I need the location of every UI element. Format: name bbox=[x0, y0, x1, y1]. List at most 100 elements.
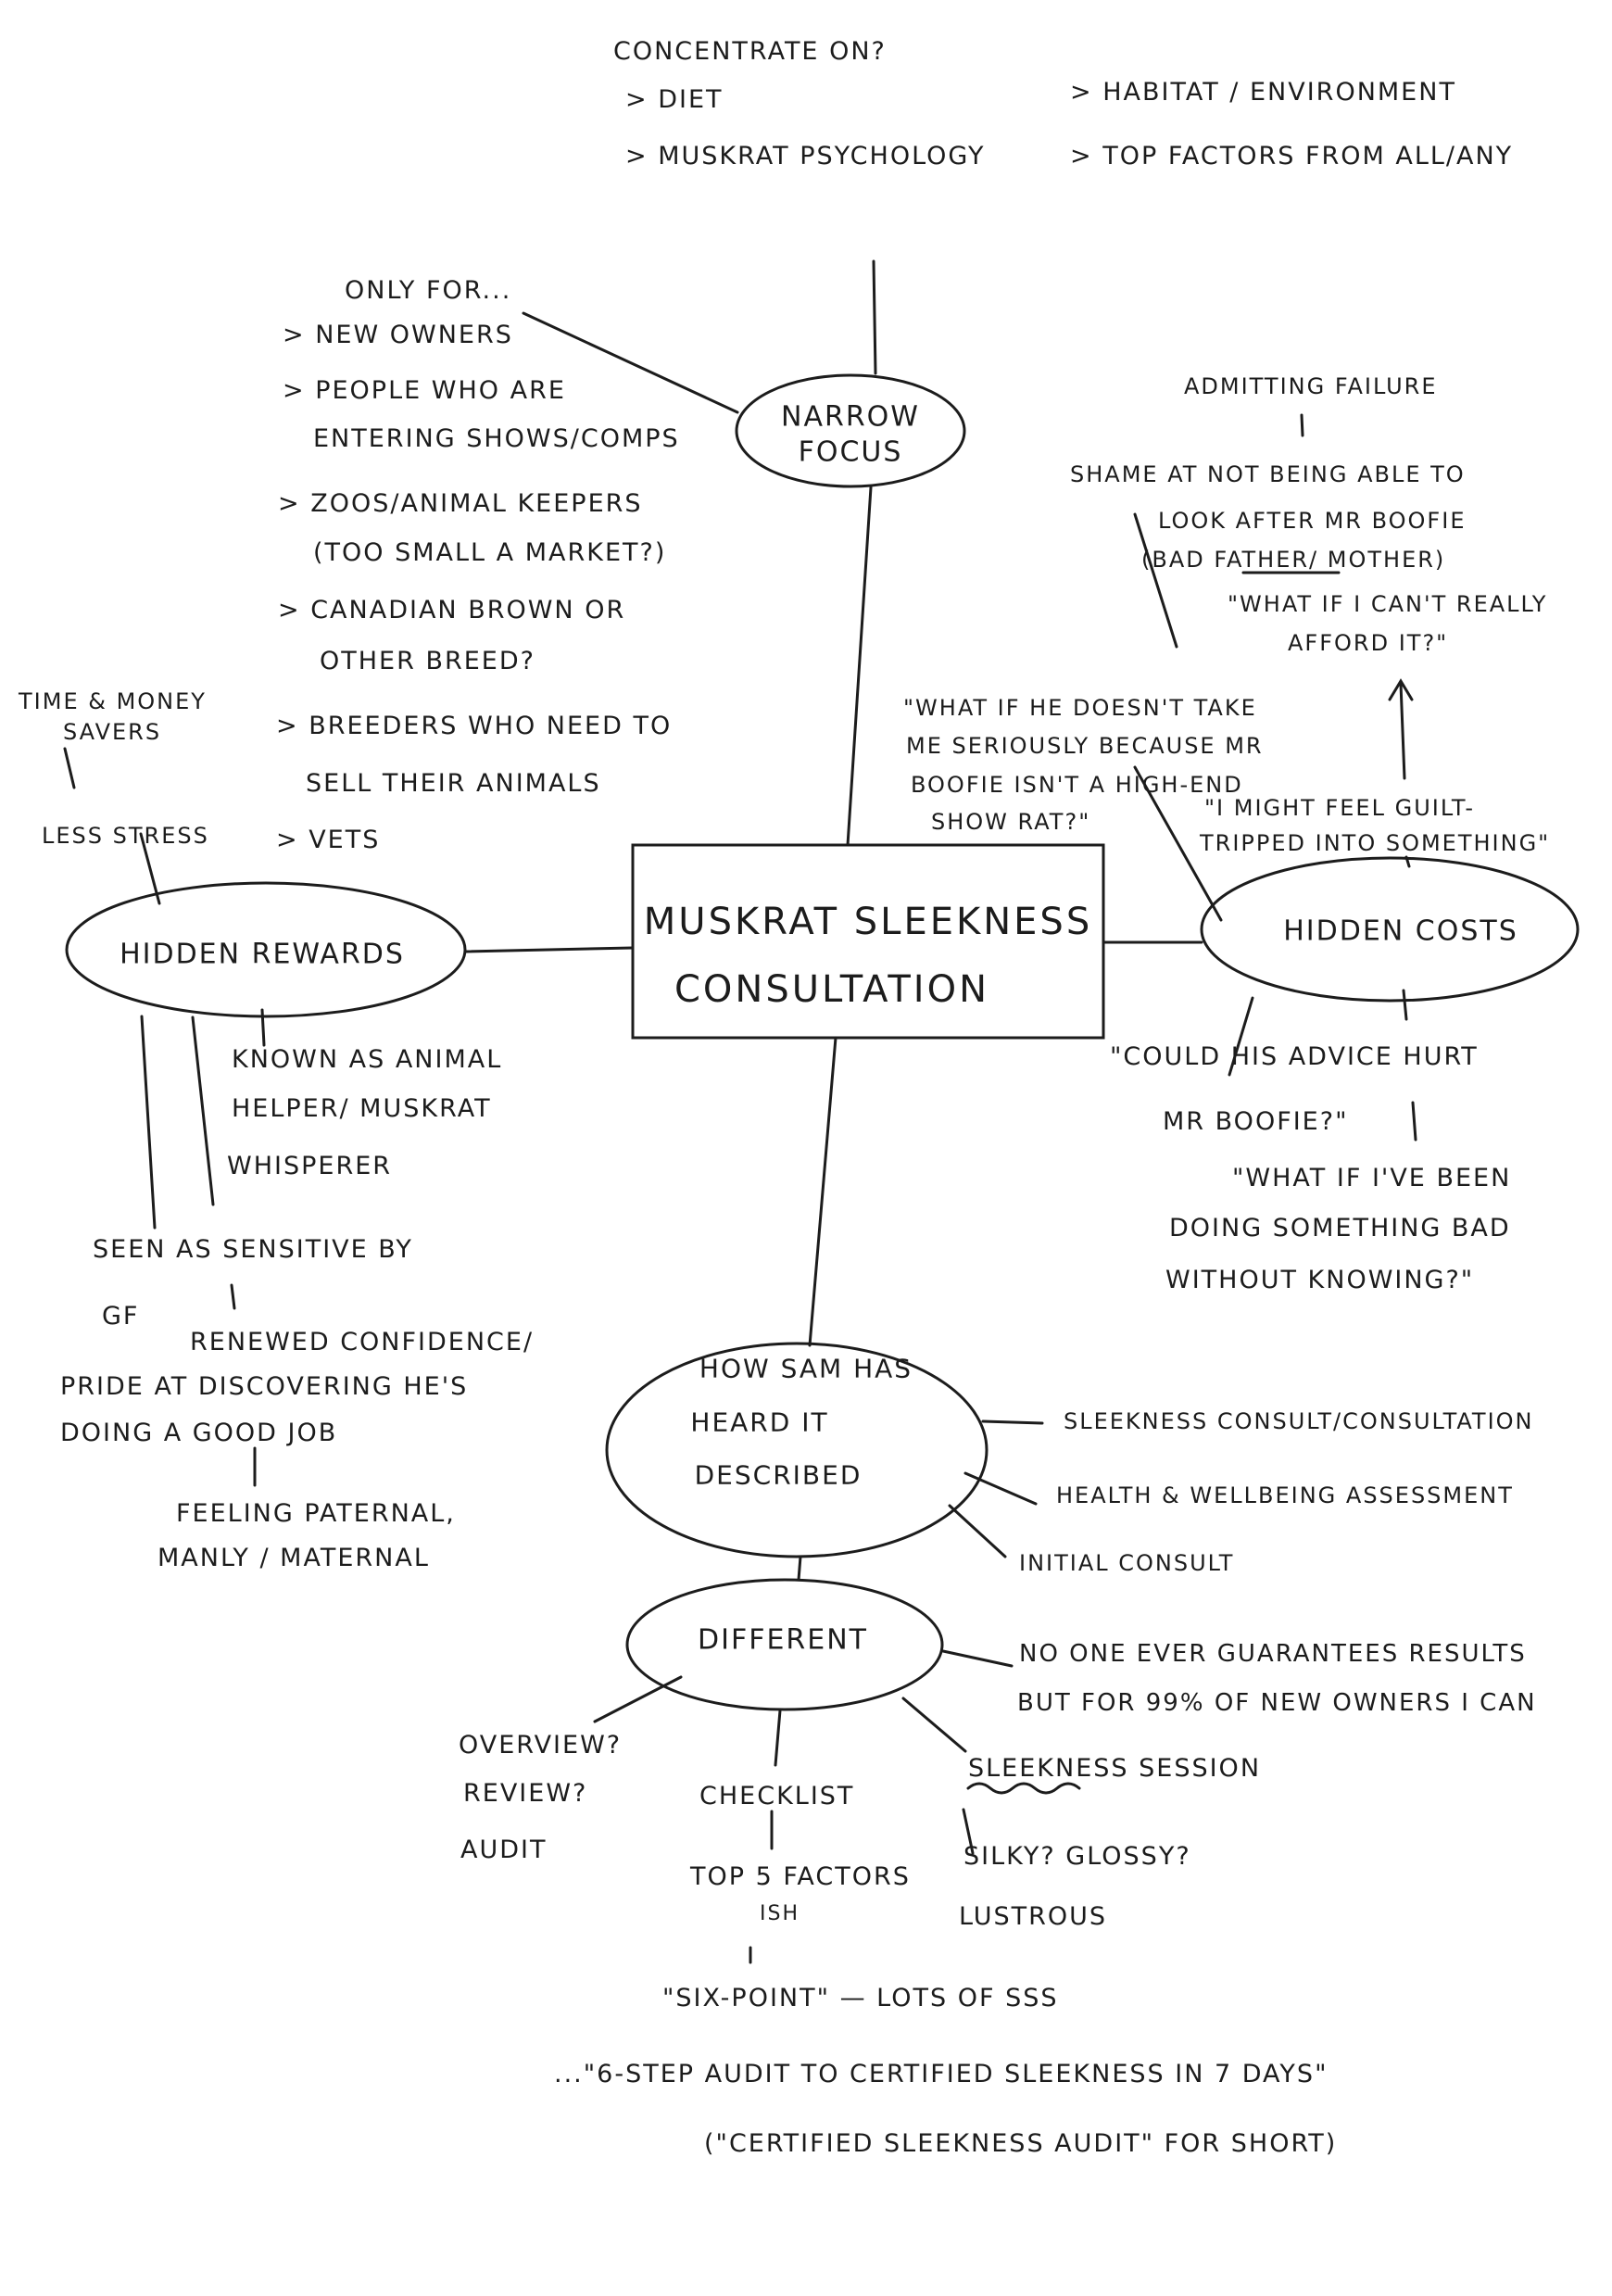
different-guarantee: No one ever guarantees results bbox=[1019, 1640, 1527, 1668]
top-note-title: Concentrate on? bbox=[613, 37, 887, 66]
different-overview: Overview? bbox=[459, 1731, 623, 1760]
line-rewards-known bbox=[260, 1008, 266, 1047]
rewards-less-stress: Less stress bbox=[42, 823, 209, 849]
different-review: Review? bbox=[463, 1779, 588, 1808]
top-note-item: > Top factors from all/any bbox=[1070, 142, 1514, 170]
line-different-checklist bbox=[774, 1709, 782, 1767]
line-costs-bad-top bbox=[1402, 989, 1408, 1021]
line-narrow-to-list bbox=[522, 311, 739, 414]
costs-admitting: Admitting failure bbox=[1184, 373, 1438, 399]
different-checklist: Checklist bbox=[699, 1782, 855, 1810]
different-lustrous: Lustrous bbox=[959, 1902, 1108, 1931]
narrow-focus-item: > Vets bbox=[276, 826, 381, 854]
line-costs-bad bbox=[1411, 1101, 1417, 1142]
rewards-renewed: Renewed confidence/ bbox=[190, 1328, 535, 1356]
costs-bad: without knowing?" bbox=[1165, 1266, 1475, 1294]
line-how-sam-item3 bbox=[948, 1504, 1007, 1558]
different-ellipse bbox=[625, 1578, 944, 1711]
costs-shame: Shame at not being able to bbox=[1070, 461, 1466, 487]
line-costs-serious bbox=[1133, 765, 1223, 922]
costs-shame: look after Mr Boofie bbox=[1158, 508, 1467, 534]
different-audit: Audit bbox=[460, 1836, 548, 1864]
line-center-to-how-sam bbox=[808, 1036, 837, 1347]
rewards-renewed: pride at discovering he's bbox=[60, 1372, 469, 1401]
costs-guilt: "I might feel guilt- bbox=[1204, 795, 1476, 821]
line-rewards-less-stress bbox=[139, 832, 161, 905]
line-different-session bbox=[901, 1697, 967, 1753]
session-underline-wavy bbox=[966, 1782, 1081, 1795]
line-how-sam-item1 bbox=[981, 1419, 1044, 1425]
how-sam-label: How Sam has bbox=[699, 1353, 913, 1384]
line-costs-guilt bbox=[1404, 855, 1411, 868]
line-how-sam-to-different bbox=[797, 1555, 802, 1582]
top-note-item: > Diet bbox=[625, 85, 724, 114]
how-sam-ellipse bbox=[605, 1342, 989, 1558]
different-session: Sleekness session bbox=[968, 1754, 1262, 1783]
narrow-focus-item: sell their animals bbox=[306, 769, 601, 798]
narrow-focus-item: > People who are bbox=[283, 376, 566, 405]
hidden-rewards-ellipse bbox=[65, 881, 467, 1018]
costs-advice: Mr Boofie?" bbox=[1163, 1107, 1349, 1136]
costs-serious: Boofie isn't a high-end bbox=[911, 772, 1243, 798]
footer-line1: ..."6-step audit to certified sleekness … bbox=[554, 2060, 1329, 2088]
costs-afford: afford it?" bbox=[1288, 630, 1449, 656]
center-node-line2: Consultation bbox=[674, 968, 990, 1011]
hidden-costs-label: Hidden costs bbox=[1283, 915, 1518, 948]
line-rewards-to-center bbox=[463, 946, 635, 953]
line-admitting-shame bbox=[1300, 413, 1304, 437]
rewards-time-money: Time & money bbox=[19, 688, 207, 714]
rewards-renewed: doing a good job bbox=[60, 1419, 338, 1447]
narrow-focus-item: > Canadian brown or bbox=[278, 596, 626, 624]
costs-bad: doing something bad bbox=[1169, 1214, 1511, 1243]
line-different-guarantee bbox=[941, 1649, 1014, 1668]
different-sixpoint: "Six-point" — lots of SSS bbox=[662, 1984, 1059, 2012]
center-node-line1: Muskrat Sleekness bbox=[643, 901, 1093, 943]
how-sam-label: described bbox=[694, 1459, 863, 1491]
line-seen-gf bbox=[230, 1283, 236, 1310]
how-sam-item: Health & wellbeing assessment bbox=[1056, 1482, 1514, 1508]
hidden-rewards-label: Hidden rewards bbox=[120, 938, 405, 971]
different-ish: ish bbox=[760, 1902, 800, 1925]
costs-serious: "What if he doesn't take bbox=[903, 695, 1257, 721]
footer-line2: ("Certified sleekness audit" for short) bbox=[704, 2129, 1338, 2158]
narrow-focus-item: > New owners bbox=[283, 321, 513, 349]
costs-shame: (bad father/ mother) bbox=[1141, 547, 1446, 573]
costs-advice: "Could his advice hurt bbox=[1110, 1042, 1479, 1071]
costs-afford: "What if I can't really bbox=[1228, 591, 1548, 617]
how-sam-item: Initial consult bbox=[1019, 1550, 1235, 1576]
line-session-silky bbox=[962, 1808, 975, 1855]
narrow-focus-intro: Only for... bbox=[345, 276, 512, 305]
line-narrow-to-center bbox=[846, 486, 873, 847]
line-different-overview bbox=[593, 1675, 683, 1723]
line-top-stem bbox=[872, 259, 877, 375]
rewards-feeling: manly / maternal bbox=[157, 1544, 430, 1572]
line-guilt-arrow bbox=[1399, 682, 1406, 780]
hidden-costs-ellipse bbox=[1200, 856, 1580, 1003]
costs-serious: show rat?" bbox=[931, 809, 1091, 835]
costs-serious: me seriously because Mr bbox=[906, 733, 1264, 759]
narrow-focus-label: focus bbox=[798, 435, 903, 469]
narrow-focus-item: (too small a market?) bbox=[313, 538, 667, 567]
narrow-focus-item: other breed? bbox=[320, 647, 535, 675]
how-sam-item: Sleekness consult/consultation bbox=[1064, 1408, 1534, 1434]
line-rewards-seen bbox=[140, 1015, 157, 1230]
rewards-known: helper/ muskrat bbox=[232, 1094, 492, 1123]
narrow-focus-label: Narrow bbox=[781, 400, 920, 434]
different-guarantee: but for 99% of new owners I can bbox=[1017, 1689, 1537, 1717]
line-shame-to-serious bbox=[1133, 512, 1178, 649]
line-costs-advice bbox=[1228, 996, 1254, 1077]
rewards-seen: GF bbox=[102, 1302, 140, 1331]
rewards-known: whisperer bbox=[227, 1152, 393, 1180]
top-note-item: > Habitat / environment bbox=[1070, 78, 1456, 107]
different-top5: Top 5 factors bbox=[690, 1862, 911, 1891]
narrow-focus-ellipse bbox=[735, 373, 966, 488]
narrow-focus-item: > Zoos/animal keepers bbox=[278, 489, 643, 518]
rewards-known: Known as animal bbox=[232, 1045, 503, 1074]
costs-bad: "What if I've been bbox=[1232, 1164, 1512, 1192]
arrow-head bbox=[1388, 678, 1414, 701]
different-silky: Silky? Glossy? bbox=[963, 1842, 1191, 1871]
rewards-seen: Seen as sensitive by bbox=[93, 1235, 413, 1264]
narrow-focus-item: > Breeders who need to bbox=[276, 712, 673, 740]
